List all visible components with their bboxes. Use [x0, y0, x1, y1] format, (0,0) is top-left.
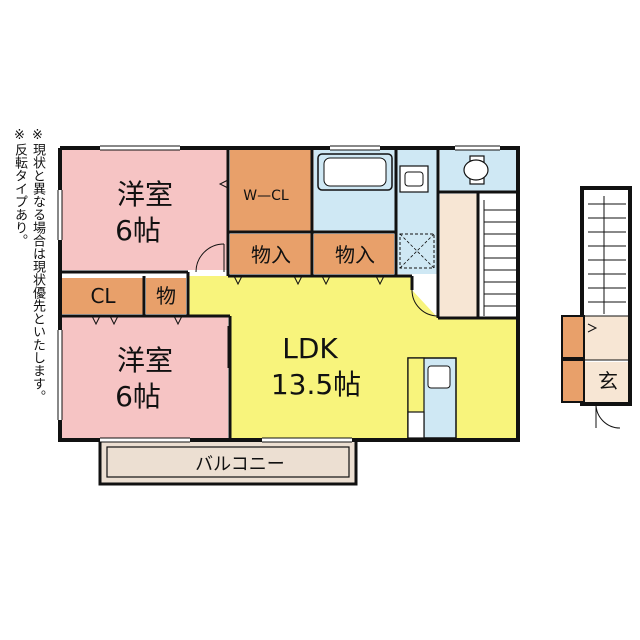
entrance-label: 玄: [598, 369, 618, 393]
entrance-hall: [584, 316, 628, 360]
western-room-1-size: 6帖: [115, 214, 161, 247]
stairs: [478, 194, 518, 318]
washing-machine-icon: [399, 233, 435, 269]
ldk-size: 13.5帖: [271, 368, 361, 401]
closet-cl-label: CL: [90, 284, 116, 308]
western-room-2-size: 6帖: [115, 380, 161, 413]
balcony: バルコニー: [98, 438, 358, 486]
storage-2-label: 物入: [335, 243, 375, 267]
note-current-priority: ※現状と異なる場合は現状優先といたします。: [30, 128, 45, 403]
toilet-icon: [463, 155, 489, 185]
annex-closet-2: [561, 359, 585, 403]
entrance-floor: [584, 362, 628, 402]
storage-1: [230, 234, 312, 274]
walk-in-closet: [230, 150, 312, 232]
note-reversed-type: ※反転タイプあり。: [12, 128, 27, 247]
western-room-1-name: 洋室: [117, 178, 173, 211]
inner-walls: [60, 148, 518, 440]
bathtub-icon: [317, 153, 393, 191]
window-marks: [57, 145, 500, 443]
storage-3: [146, 278, 186, 314]
window-lines: [57, 145, 500, 443]
hallway: [440, 194, 478, 318]
entrance-annex: 玄: [561, 186, 632, 429]
annex-closet-1: [561, 315, 585, 359]
storage-3-label: 物: [156, 284, 176, 308]
western-room-2: [62, 316, 228, 438]
kitchen-counter: [407, 357, 457, 439]
ldk-name: LDK: [282, 332, 338, 365]
balcony-label: バルコニー: [195, 454, 285, 475]
door-marks: [91, 179, 439, 368]
walk-in-closet-label: W—CL: [243, 188, 289, 204]
western-room-1: [62, 150, 228, 270]
sink-icon: [399, 165, 429, 193]
western-room-2-name: 洋室: [117, 344, 173, 377]
storage-2: [314, 234, 394, 274]
stairs-lines: [483, 200, 516, 316]
closet-cl: [62, 278, 144, 314]
storage-1-label: 物入: [251, 243, 291, 267]
